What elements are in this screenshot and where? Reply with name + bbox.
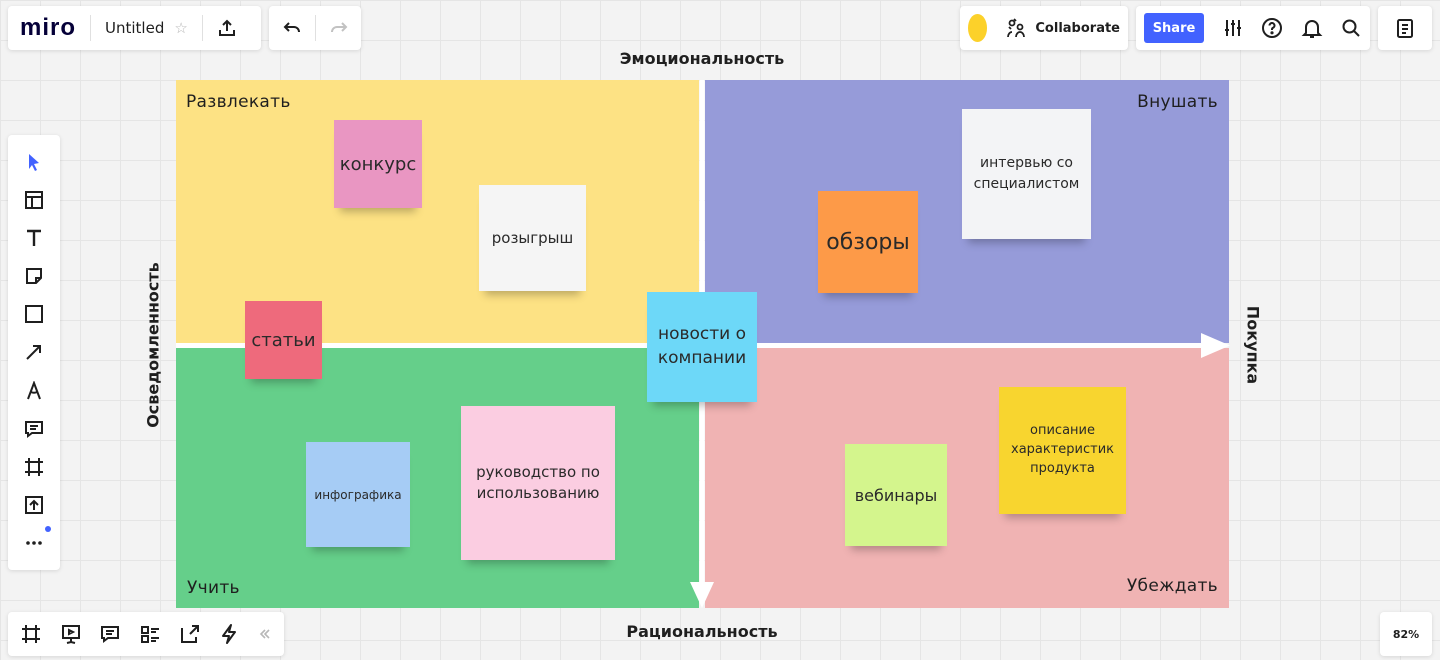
sticky-note[interactable]: вебинары (845, 444, 947, 546)
miro-logo[interactable]: miro (20, 14, 77, 41)
collaborate-icon[interactable] (1005, 17, 1027, 39)
zoom-control[interactable]: 82% (1380, 612, 1432, 656)
more-icon[interactable] (24, 533, 44, 553)
left-toolbar (8, 135, 60, 570)
pen-icon[interactable] (24, 380, 44, 401)
sticky-note[interactable]: новости о компании (647, 292, 757, 402)
axis-label-top[interactable]: Эмоциональность (619, 49, 785, 68)
quadrant-label: Убеждать (1126, 576, 1218, 596)
comments-icon[interactable] (99, 623, 121, 645)
quadrant-bottom-right[interactable]: Убеждать (705, 348, 1229, 608)
sticky-note-text: вебинары (854, 485, 938, 505)
comment-icon[interactable] (24, 419, 44, 439)
horizontal-axis-arrowhead (1201, 333, 1230, 358)
sticky-note[interactable]: конкурс (334, 120, 422, 208)
sticky-note-text: инфографика (314, 487, 402, 502)
frames-icon[interactable] (20, 623, 42, 645)
sticky-note-text: статьи (251, 329, 316, 351)
quadrant-label: Внушать (1137, 92, 1218, 112)
share-button[interactable]: Share (1144, 13, 1204, 43)
avatar[interactable] (968, 14, 988, 42)
board-header: miro Untitled ☆ (8, 6, 261, 50)
sticky-note[interactable]: интервью со специалистом (962, 109, 1091, 239)
sticky-note[interactable]: статьи (245, 301, 322, 379)
collaborate-label[interactable]: Collaborate (1035, 20, 1120, 36)
sticky-note-icon[interactable] (24, 266, 44, 286)
bottom-toolbar (8, 612, 284, 656)
arrow-line-icon[interactable] (24, 342, 44, 362)
history-panel (269, 6, 361, 50)
sticky-note[interactable]: руководство по использованию (461, 406, 615, 560)
sticky-note-text: розыгрыш (491, 229, 574, 247)
templates-icon[interactable] (24, 190, 44, 210)
sticky-note-text: конкурс (339, 153, 417, 175)
star-icon[interactable]: ☆ (174, 19, 188, 37)
board-tools-panel: Share (1136, 6, 1370, 50)
undo-icon[interactable] (282, 18, 302, 38)
sticky-note-text: интервью со специалистом (973, 155, 1080, 192)
notes-panel (1378, 6, 1432, 50)
notes-list-icon[interactable] (1394, 17, 1416, 39)
collaborate-panel: Collaborate (960, 6, 1128, 50)
quadrant-label: Учить (187, 578, 240, 598)
bell-icon[interactable] (1301, 17, 1323, 39)
axis-label-bottom[interactable]: Рациональность (626, 622, 778, 641)
sticky-note[interactable]: описание характеристик продукта (999, 387, 1126, 514)
lightning-icon[interactable] (218, 623, 240, 645)
search-icon[interactable] (1340, 17, 1362, 39)
share-screen-icon[interactable] (179, 623, 201, 645)
sticky-note[interactable]: обзоры (818, 191, 918, 293)
sticky-note[interactable]: розыгрыш (479, 185, 586, 291)
sticky-note[interactable]: инфографика (306, 442, 410, 547)
divider (314, 15, 316, 41)
collapse-icon[interactable] (258, 627, 272, 641)
sticky-note-text: описание характеристик продукта (1011, 423, 1115, 476)
divider (90, 15, 92, 41)
sticky-note-text: новости о компании (657, 324, 747, 368)
select-cursor-icon[interactable] (24, 152, 44, 172)
quadrant-top-left[interactable]: Развлекать (176, 80, 699, 343)
divider (201, 15, 203, 41)
settings-sliders-icon[interactable] (1222, 17, 1244, 39)
sticky-note-text: руководство по использованию (476, 463, 600, 502)
text-icon[interactable] (24, 228, 44, 248)
presentation-icon[interactable] (60, 623, 82, 645)
board-title[interactable]: Untitled (105, 19, 165, 37)
quadrant-label: Развлекать (186, 92, 291, 112)
card-list-icon[interactable] (139, 623, 161, 645)
upload-icon[interactable] (217, 18, 237, 38)
shape-icon[interactable] (24, 304, 44, 324)
help-icon[interactable] (1261, 17, 1283, 39)
frame-icon[interactable] (24, 457, 44, 477)
redo-icon[interactable] (329, 18, 349, 38)
sticky-note-text: обзоры (826, 229, 910, 255)
notification-dot (45, 526, 51, 532)
upload-icon[interactable] (24, 495, 44, 515)
vertical-axis-arrowhead (690, 582, 714, 608)
zoom-level[interactable]: 82% (1392, 627, 1420, 641)
